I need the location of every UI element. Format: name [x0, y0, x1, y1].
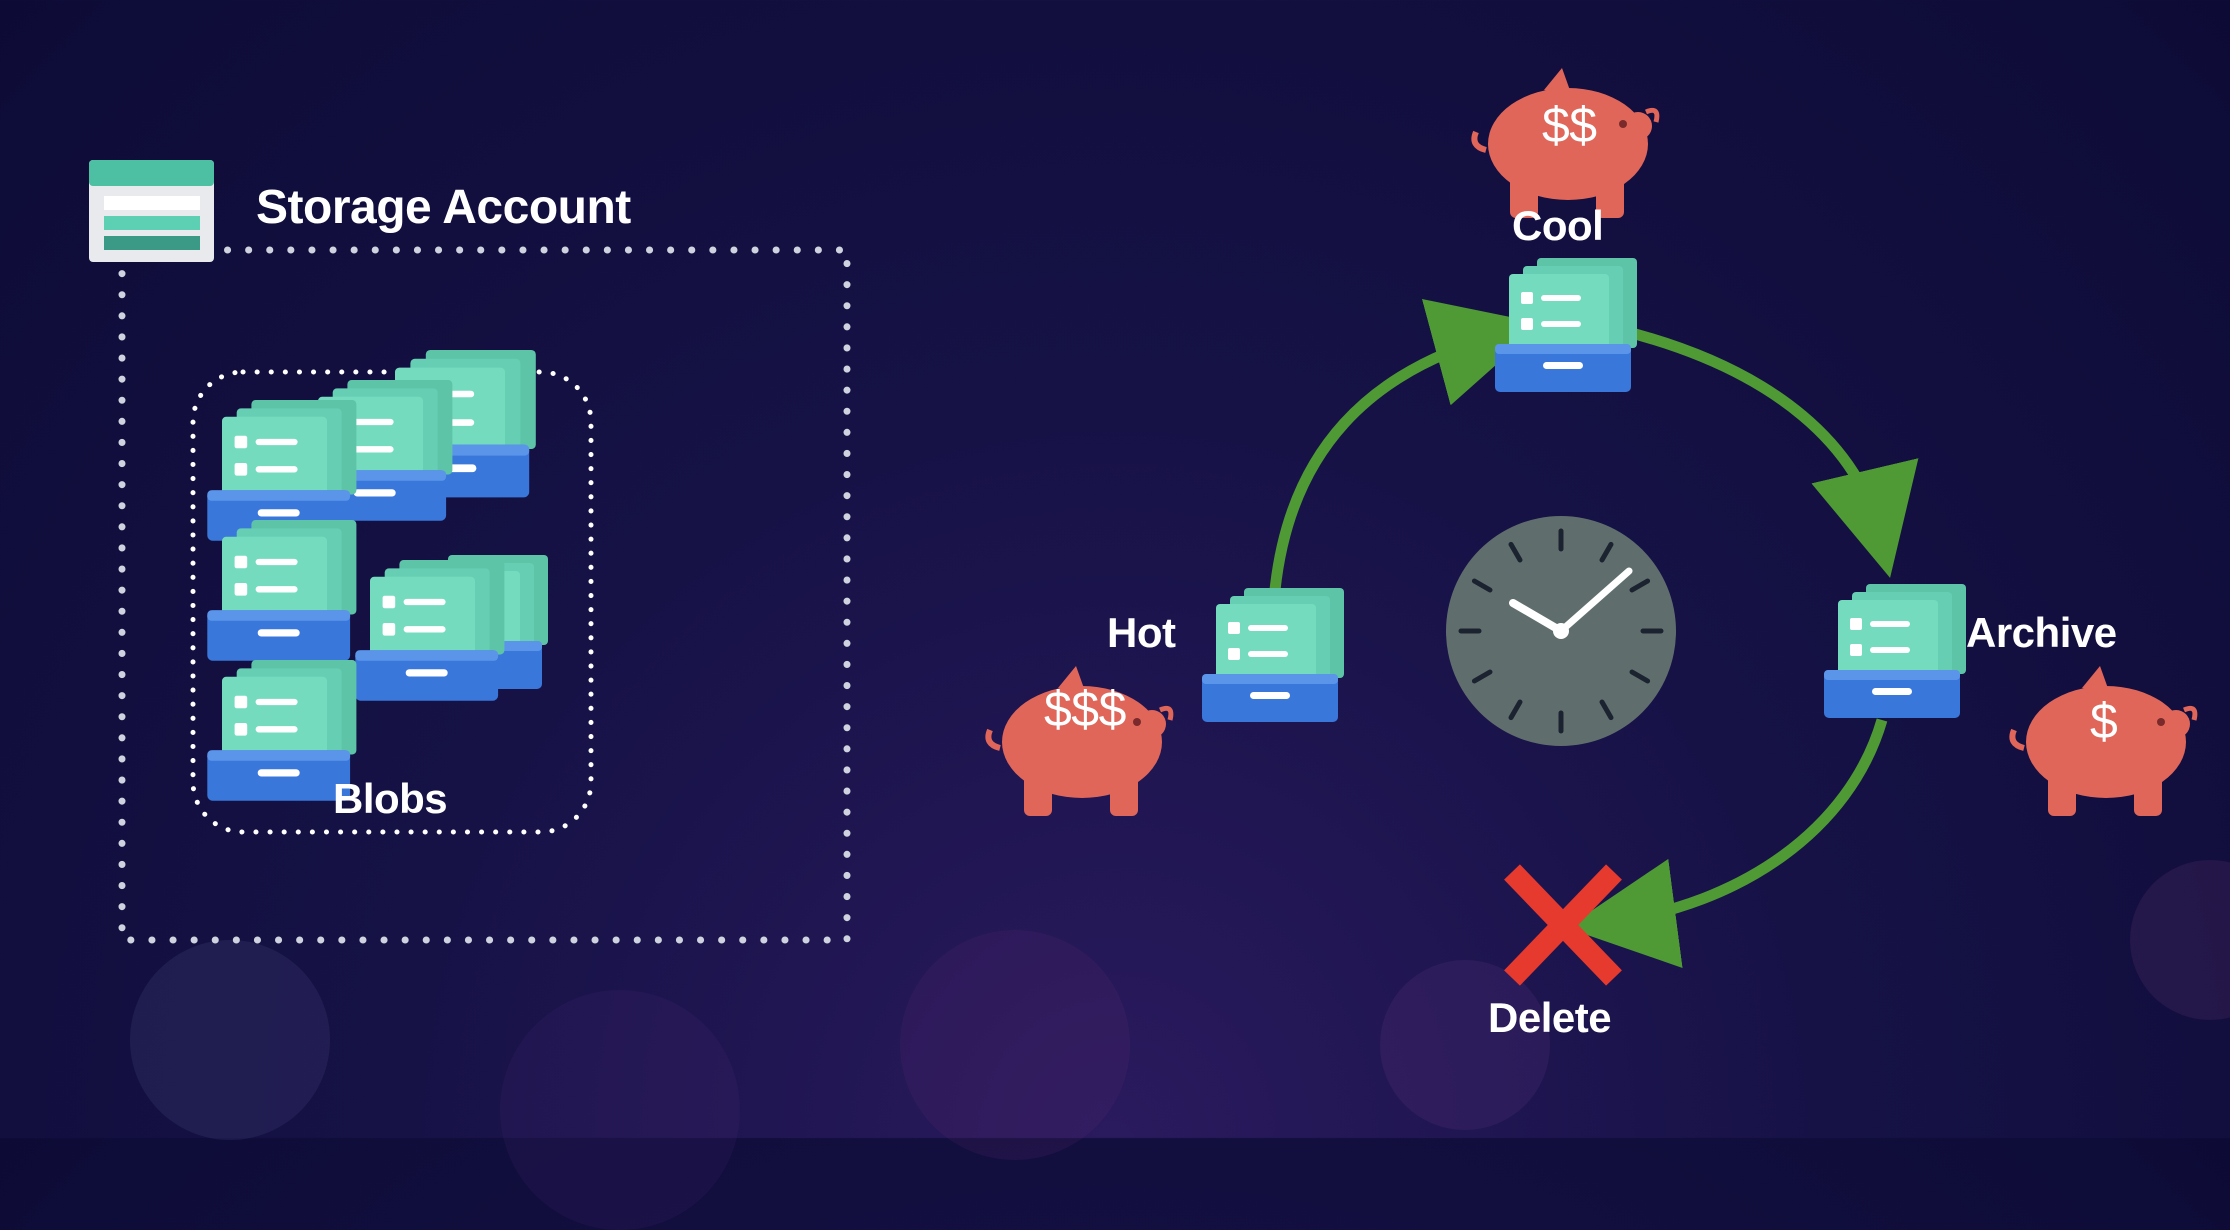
cool-label: Cool [1512, 202, 1604, 249]
archive-cost: $ [2090, 693, 2118, 749]
archive-label: Archive [1966, 609, 2117, 656]
diagram-canvas [89, 0, 2230, 986]
clock-icon [1446, 516, 1676, 746]
hot-label: Hot [1107, 609, 1176, 656]
hot-cost: $$$ [1044, 681, 1126, 737]
blob-drawer-icon [207, 520, 357, 661]
cool-drawer-icon [1495, 258, 1637, 392]
arrow-archive-to-delete [1566, 718, 1888, 968]
blob-drawer-icon [207, 400, 357, 541]
arrow-cool-to-archive [1618, 324, 1919, 578]
arrow-hot-to-cool [1269, 299, 1543, 591]
storage-account-icon [89, 160, 214, 262]
delete-x-icon [1504, 864, 1622, 986]
archive-drawer-icon [1824, 584, 1966, 718]
blobs-group [190, 350, 594, 835]
blob-drawer-icon [355, 560, 505, 701]
storage-account-title: Storage Account [256, 181, 631, 234]
storage-account-group [89, 160, 851, 944]
hot-drawer-icon [1202, 588, 1344, 722]
delete-label: Delete [1488, 994, 1612, 1041]
blobs-label: Blobs [333, 775, 448, 822]
lifecycle-arrows [1269, 299, 1919, 968]
cool-cost: $$ [1542, 97, 1597, 153]
